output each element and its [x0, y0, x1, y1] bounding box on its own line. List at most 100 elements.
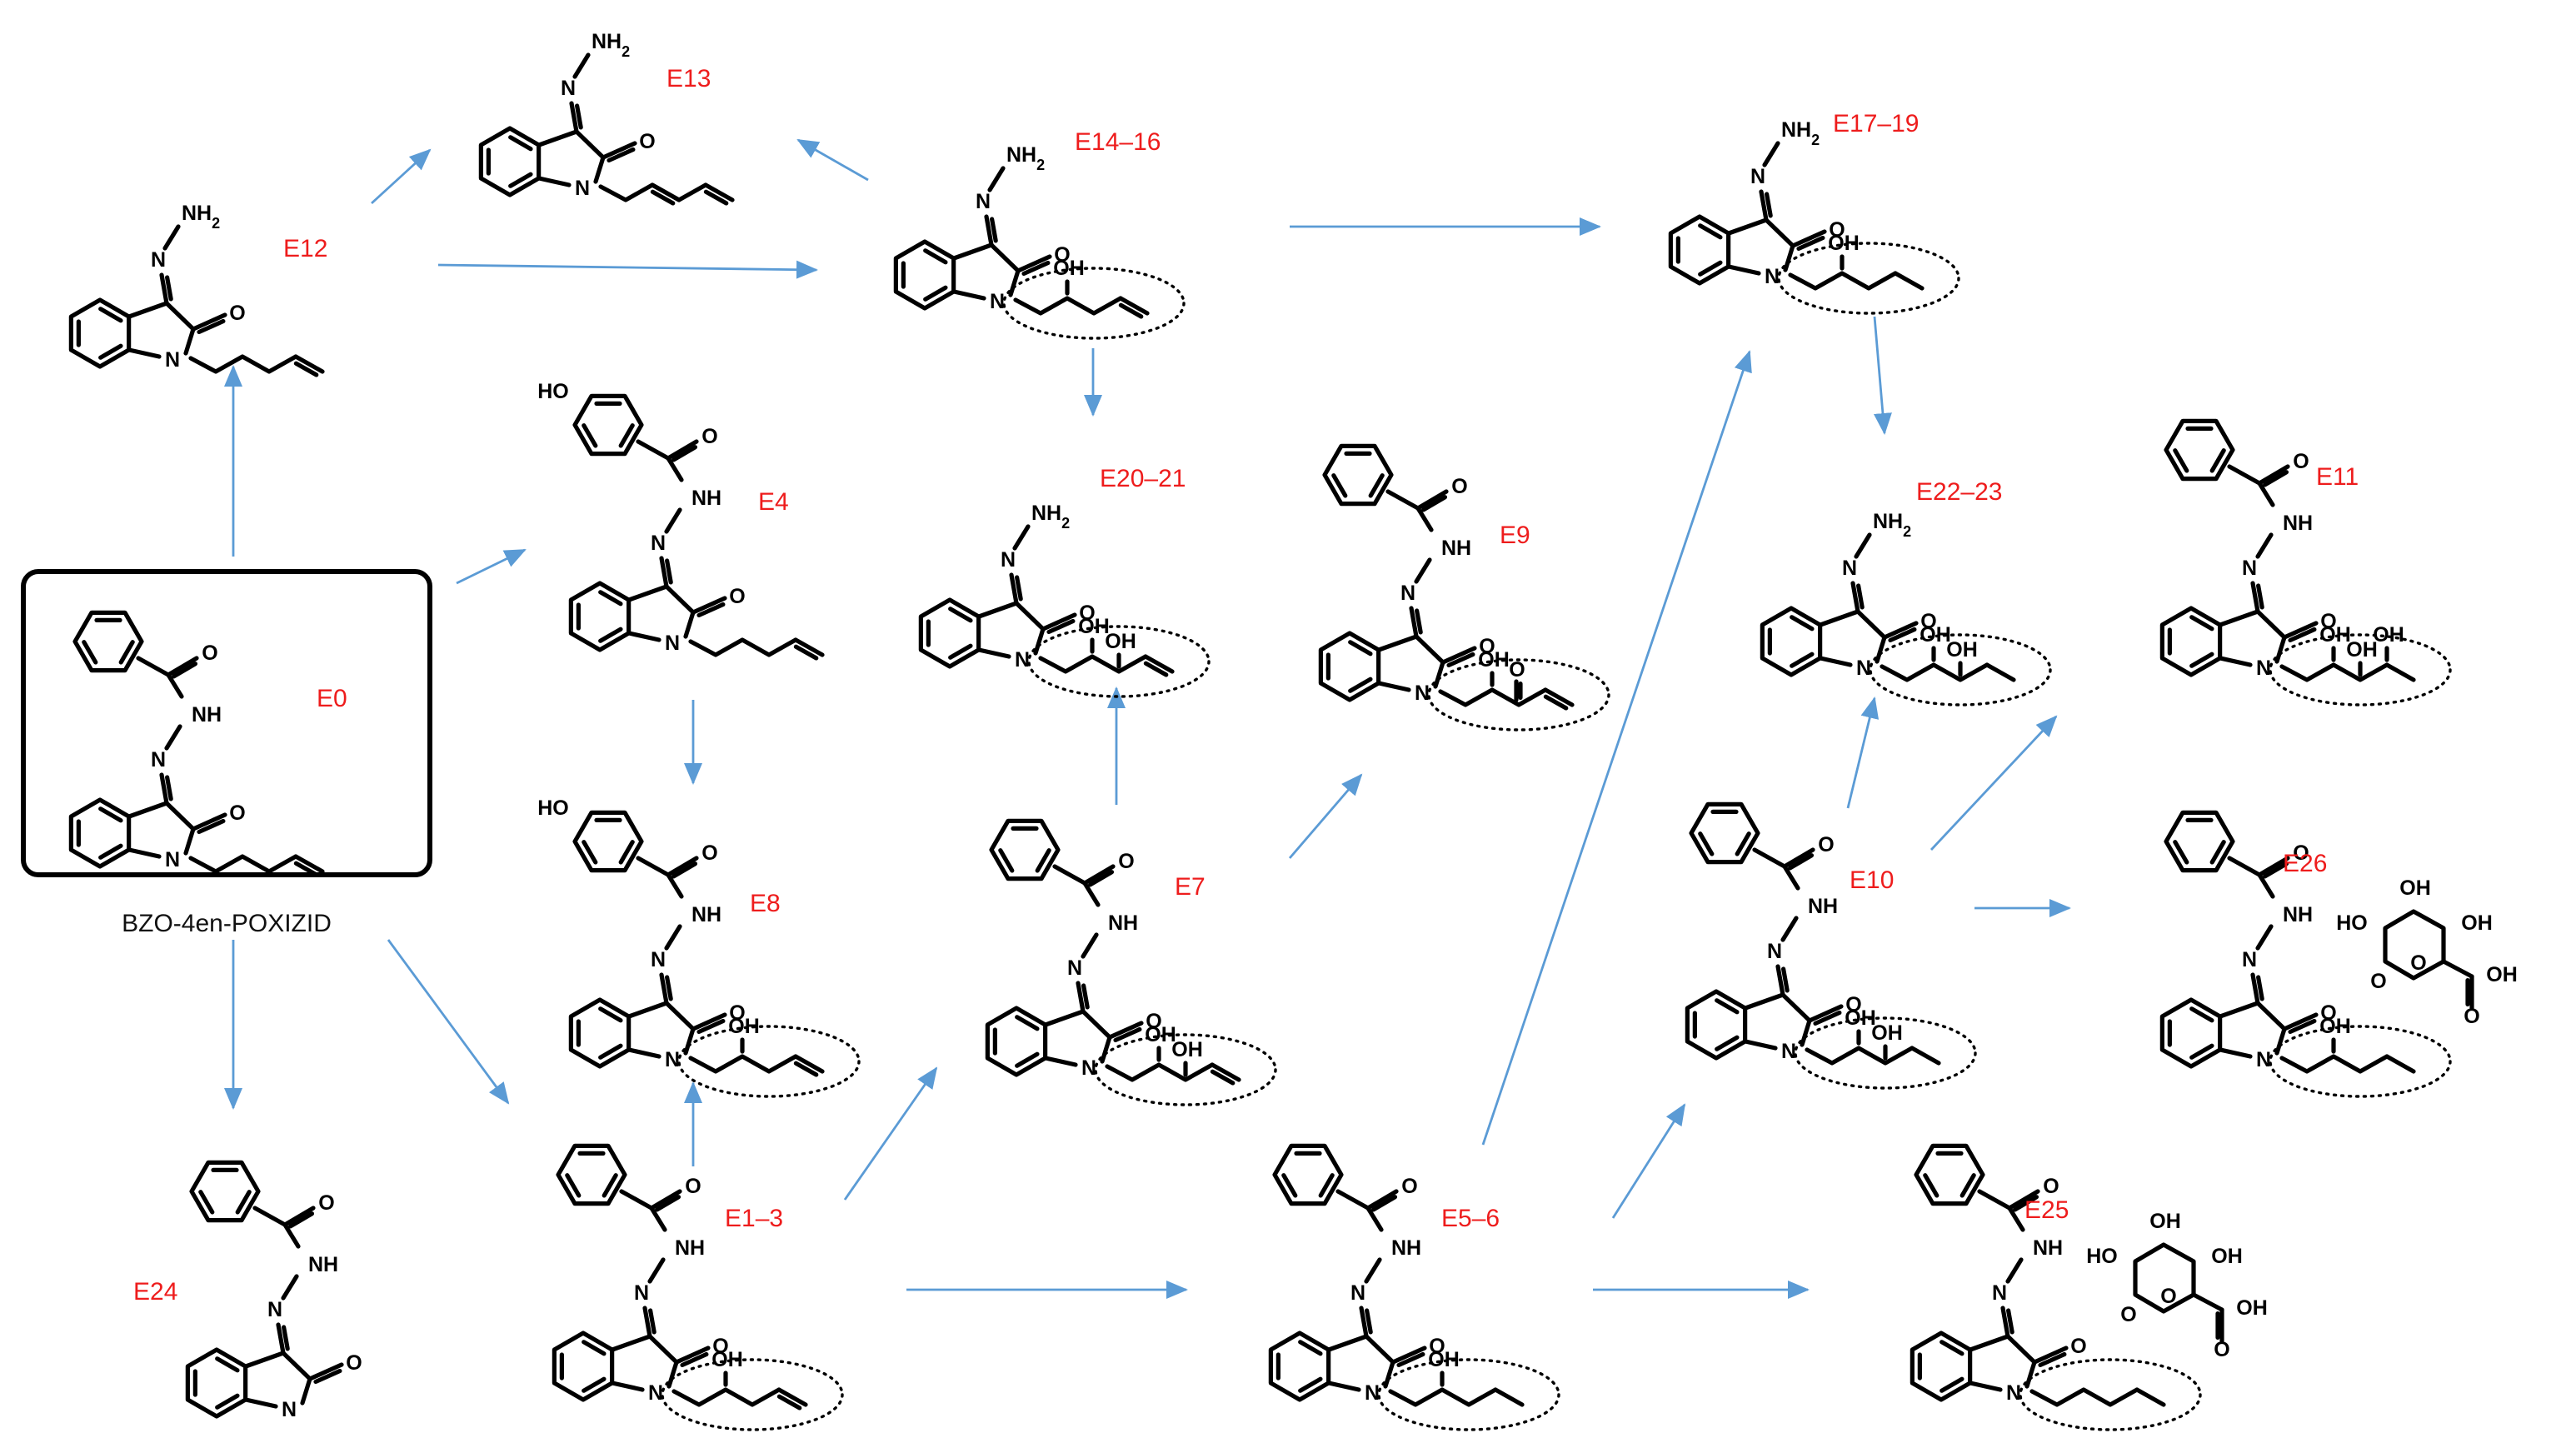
carbonyl-oxygen: O [1429, 1335, 1445, 1358]
carbonyl-oxygen: O [2070, 1335, 2086, 1358]
amide-oxygen: O [2293, 450, 2309, 473]
compound-label-e25: E25 [2024, 1196, 2069, 1224]
imine-nitrogen: N [1400, 582, 1415, 605]
ring-oxygen: O [2410, 951, 2426, 975]
modification-site-ellipse [1002, 267, 1186, 340]
modification-site-ellipse [2019, 1358, 2202, 1431]
ring-nitrogen: N [165, 848, 180, 871]
pathway-arrow-e0-to-e1-3 [387, 939, 510, 1105]
amino-group: NH2 [1781, 118, 1820, 148]
amide-oxygen: O [1451, 475, 1467, 498]
sugar-hydroxyl-1: HO [2086, 1245, 2118, 1268]
amide-nh: NH [2283, 512, 2313, 535]
hydroxyl-group: OH [2373, 623, 2404, 647]
ring-nitrogen: N [2256, 657, 2271, 680]
hydroxyl-group: OH [1871, 1021, 1903, 1045]
ring-nitrogen: N [165, 348, 180, 372]
pathway-arrow-e0-to-e4 [456, 548, 527, 585]
modification-site-ellipse [1777, 242, 1960, 315]
pathway-arrows [224, 138, 2071, 1299]
hydroxyl-group: OH [1171, 1038, 1203, 1061]
keto-oxygen: O [1509, 658, 1525, 682]
compound-label-e12: E12 [283, 235, 327, 262]
modification-site-ellipse [1027, 625, 1211, 698]
carbonyl-oxygen: O [1146, 1010, 1161, 1033]
glycosidic-oxygen: O [2370, 970, 2386, 993]
carbonyl-oxygen: O [346, 1351, 362, 1375]
amide-nh: NH [1391, 1236, 1421, 1260]
compound-label-e0: E0 [317, 685, 347, 712]
amide-nh: NH [675, 1236, 705, 1260]
compound-label-e10: E10 [1850, 866, 1894, 894]
compound-label-e14-16: E14–16 [1075, 128, 1161, 156]
carboxyl-oxygen: O [2214, 1338, 2229, 1361]
imine-nitrogen: N [1767, 940, 1782, 963]
amino-group: NH2 [1031, 502, 1070, 532]
amide-nh: NH [691, 903, 721, 926]
carbonyl-oxygen: O [1479, 635, 1495, 658]
ring-nitrogen: N [648, 1381, 663, 1405]
carboxyl-oxygen: O [2464, 1005, 2479, 1028]
amide-oxygen: O [2043, 1175, 2059, 1198]
parent-compound-frame [21, 569, 432, 877]
sugar-hydroxyl-1: HO [2336, 911, 2368, 935]
imine-nitrogen: N [634, 1281, 649, 1305]
pathway-arrow-e10-to-e11 [1930, 715, 2058, 851]
carbonyl-oxygen: O [639, 130, 655, 153]
compound-label-e4: E4 [758, 488, 789, 516]
ring-nitrogen: N [1781, 1040, 1796, 1063]
imine-nitrogen: N [151, 748, 166, 771]
compound-label-e26: E26 [2283, 850, 2327, 877]
imine-nitrogen: N [1992, 1281, 2007, 1305]
ring-nitrogen: N [990, 290, 1005, 313]
carbonyl-oxygen: O [2320, 1001, 2336, 1025]
ring-nitrogen: N [1765, 265, 1780, 288]
amino-group: NH2 [1006, 143, 1045, 173]
phenol-hydroxyl: HO [537, 380, 569, 403]
ring-nitrogen: N [665, 1048, 680, 1071]
amino-group: NH2 [182, 202, 220, 232]
sugar-hydroxyl-3: OH [2211, 1245, 2243, 1268]
ring-nitrogen: N [1856, 657, 1871, 680]
hydroxyl-group: OH [1946, 638, 1978, 662]
compound-labels: E0E12E13E14–16E17–19E4E8E20–21E9E22–23E1… [133, 65, 2359, 1306]
amide-oxygen: O [685, 1175, 701, 1198]
amide-oxygen: O [1118, 850, 1134, 873]
modification-site-ellipse [677, 1025, 861, 1098]
modification-site-ellipse [1869, 633, 2052, 707]
imine-nitrogen: N [976, 190, 991, 213]
structures: ONNNHOONNNH2ONNNH2ONNNH2OHONNNH2OHONNNHO… [68, 30, 2518, 1431]
compound-label-e13: E13 [666, 65, 711, 92]
hydroxyl-group: OH [1105, 630, 1136, 653]
ring-nitrogen: N [1015, 648, 1030, 672]
phenol-hydroxyl: HO [537, 796, 569, 820]
compound-label-e20-21: E20–21 [1100, 465, 1186, 492]
compound-label-e24: E24 [133, 1278, 177, 1306]
sugar-hydroxyl-2: OH [2399, 876, 2431, 900]
carbonyl-oxygen: O [1054, 243, 1070, 267]
ring-nitrogen: N [1365, 1381, 1380, 1405]
ring-oxygen: O [2160, 1285, 2176, 1308]
compound-label-e5-6: E5–6 [1441, 1205, 1500, 1232]
amide-oxygen: O [1818, 833, 1834, 856]
parent-caption: BZO-4en-POXIZID [122, 910, 332, 937]
modification-site-ellipse [1094, 1033, 1277, 1106]
modification-site-ellipse [1794, 1016, 1977, 1090]
amide-nh: NH [1108, 911, 1138, 935]
pathway-arrow-e14-16-to-e13 [796, 138, 869, 182]
compound-label-e7: E7 [1175, 873, 1206, 901]
amide-nh: NH [1808, 895, 1838, 918]
carboxyl-hydroxyl: OH [2236, 1296, 2268, 1320]
carbonyl-oxygen: O [229, 801, 245, 825]
